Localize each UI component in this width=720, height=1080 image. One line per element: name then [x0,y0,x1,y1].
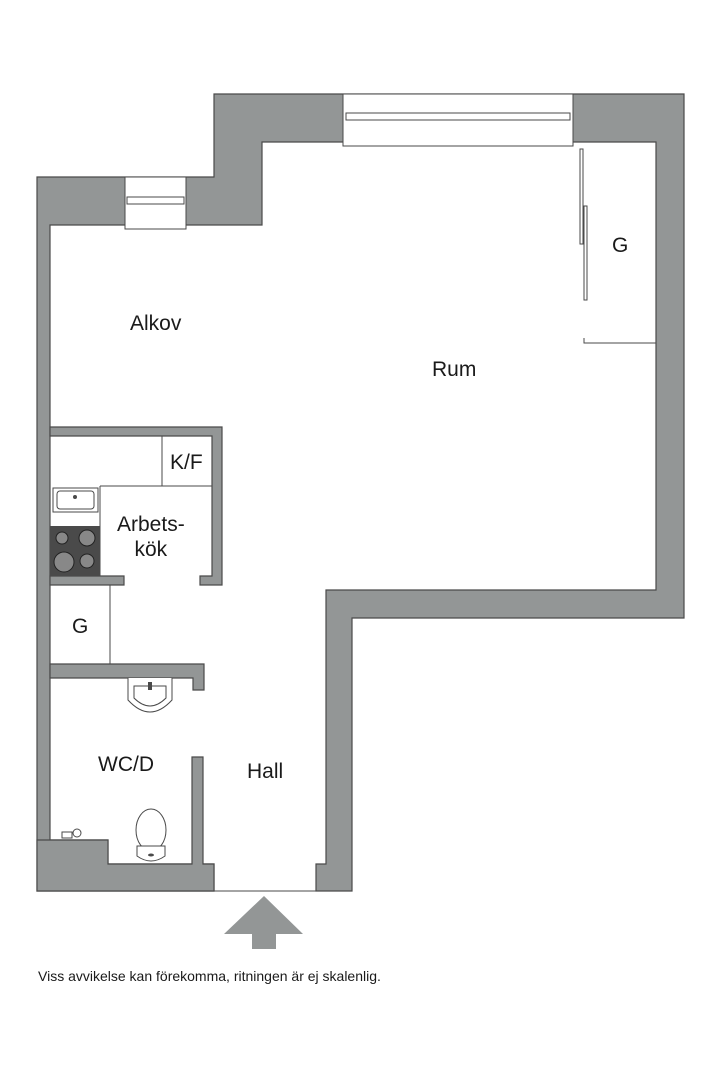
room-label-closet-rum: G [612,234,629,257]
window-top [342,93,574,147]
kitchen-bottom-wall [49,575,125,586]
room-label-kf: K/F [170,451,203,474]
kitchen-walls [49,426,223,586]
sink-icon [52,487,99,513]
room-label-kitchen-line1: Arbets- [117,513,185,536]
toilet-icon [135,808,167,862]
room-label-alkov: Alkov [130,312,182,335]
window-alkov [124,176,187,230]
room-label-closet-hall: G [72,615,89,638]
wc-bottom-wall [36,756,215,892]
room-label-kitchen: Arbets- kök [117,512,185,562]
room-label-kitchen-line2: kök [134,538,168,562]
room-label-wc: WC/D [98,753,154,776]
room-label-rum: Rum [432,358,477,381]
room-label-hall: Hall [247,760,284,783]
wardrobe-doors [579,148,656,344]
stove-icon [50,526,100,576]
shower-mixer-icon [61,828,82,839]
disclaimer-text: Viss avvikelse kan förekomma, ritningen … [38,968,381,984]
washbasin-icon [127,678,173,713]
wc-top-wall [49,663,205,691]
entrance-arrow-icon [224,896,303,949]
